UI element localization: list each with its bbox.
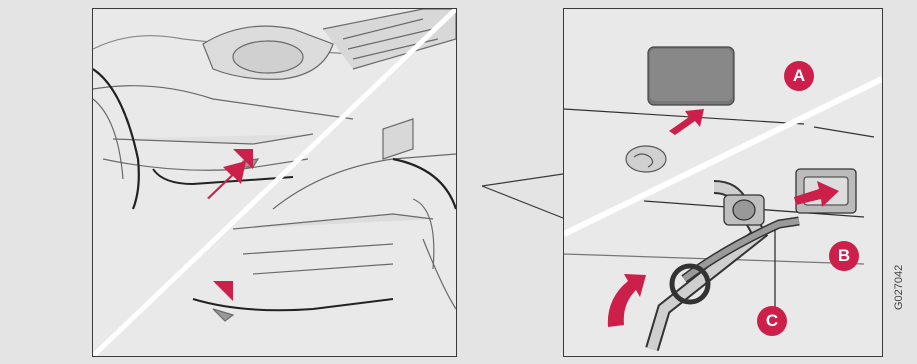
callout-b: B — [829, 241, 859, 271]
left-panel — [92, 8, 457, 357]
reference-code: G027042 — [893, 265, 905, 310]
right-panel: A B C — [563, 8, 883, 357]
cover-plate-drawing — [564, 47, 874, 172]
arrow-cover-removal — [669, 109, 704, 135]
front-car-drawing — [93, 9, 456, 209]
rear-arrow — [181, 281, 233, 339]
front-arrow — [203, 149, 253, 209]
towing-eye-illustration — [564, 9, 882, 356]
callout-c: C — [757, 306, 787, 336]
callout-a: A — [784, 61, 814, 91]
car-illustration — [93, 9, 456, 356]
arrow-rotate — [608, 274, 646, 327]
